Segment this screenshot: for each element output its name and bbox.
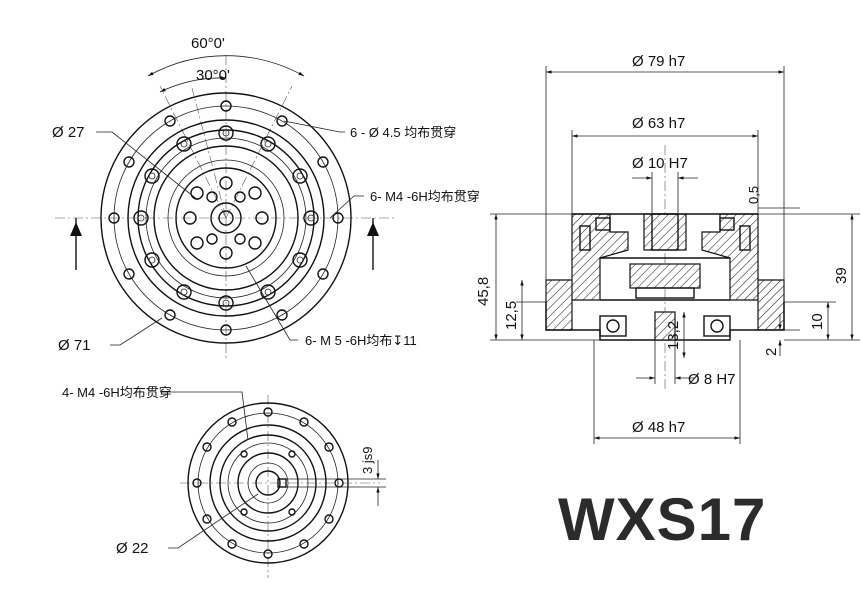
rear-holes-m4-label: 4- M4 -6H均布贯穿 [62, 385, 172, 400]
middle-bolts [133, 125, 319, 311]
holes-m5-label: 6- M 5 -6H均布↧11 [305, 333, 417, 348]
rear-view: 4- M4 -6H均布贯穿 3 js9 Ø 22 [62, 385, 386, 578]
dia-27-label: Ø 27 [52, 124, 85, 141]
rear-holes [192, 407, 344, 559]
dia-10-label: Ø 10 H7 [632, 155, 688, 172]
holes-through-label: 6 - Ø 4.5 均布贯穿 [350, 125, 456, 140]
dim-2-label: 2 [763, 348, 780, 356]
dim-458-label: 45,8 [475, 277, 492, 306]
key-3-label: 3 js9 [360, 447, 375, 474]
angle-60: 60°0' [191, 35, 225, 52]
front-view: 60°0' 30°0' Ø 27 Ø 71 6 - Ø 4.5 均布贯穿 6- … [52, 35, 480, 360]
dia-79-label: Ø 79 h7 [632, 53, 685, 70]
dim-132-label: 13,2 [665, 321, 682, 350]
dim-10-label: 10 [809, 313, 826, 330]
dim-05-label: 0,5 [746, 186, 761, 204]
dim-39-label: 39 [833, 267, 850, 284]
inner-holes [183, 176, 269, 260]
angle-30: 30°0' [196, 67, 230, 84]
dia-63-label: Ø 63 h7 [632, 115, 685, 132]
dia-71-label: Ø 71 [58, 337, 91, 354]
dia-8-label: Ø 8 H7 [688, 371, 736, 388]
outer-holes [108, 100, 344, 336]
dim-125-label: 12,5 [503, 301, 520, 330]
dia-22-label: Ø 22 [116, 540, 149, 557]
dia-48-label: Ø 48 h7 [632, 419, 685, 436]
model-name: WXS17 [558, 486, 766, 553]
holes-m4-label: 6- M4 -6H均布贯穿 [370, 189, 480, 204]
section-view: Ø 79 h7 Ø 63 h7 Ø 10 H7 0,5 45,8 12,5 13… [475, 53, 860, 444]
